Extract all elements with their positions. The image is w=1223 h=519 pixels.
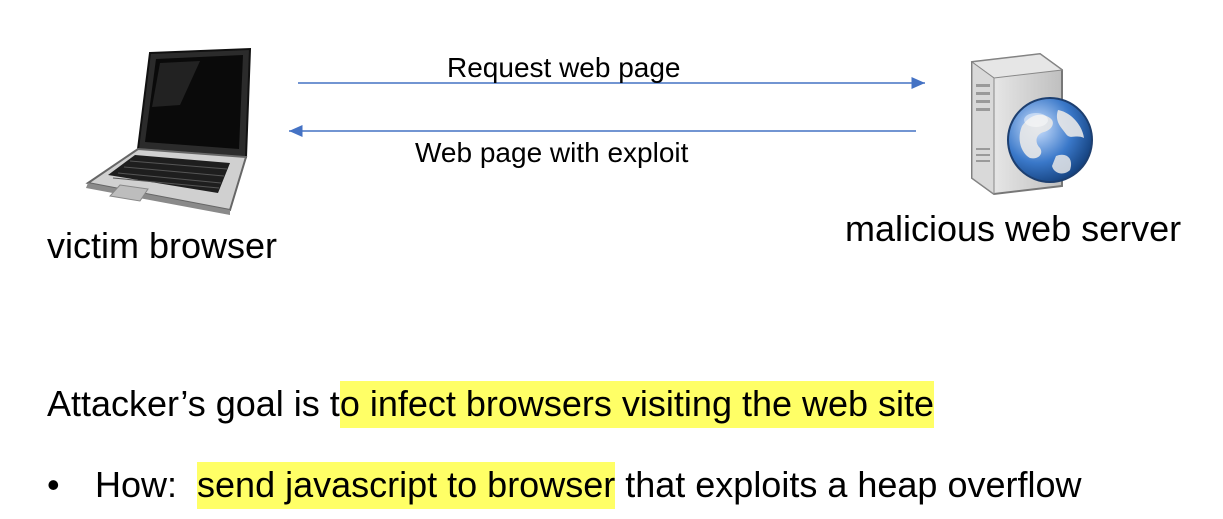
- how-suffix: that exploits a heap overflow: [615, 464, 1082, 505]
- laptop-icon: [85, 47, 252, 215]
- request-label: Request web page: [447, 52, 681, 83]
- web-server-globe-icon: [970, 52, 1093, 196]
- victim-browser-label: victim browser: [47, 225, 278, 266]
- goal-highlight: o infect browsers visiting the web site: [339, 381, 935, 428]
- goal-statement: Attacker’s goal is to infect browsers vi…: [47, 381, 935, 428]
- how-bullet-item: • How: send javascript to browser that ex…: [47, 462, 1082, 509]
- bullet-marker: •: [47, 464, 60, 505]
- how-highlight: send javascript to browser: [197, 462, 616, 509]
- how-prefix: How:: [95, 464, 198, 505]
- malicious-server-label: malicious web server: [845, 208, 1182, 249]
- goal-prefix: Attacker’s goal is t: [47, 383, 340, 424]
- response-label: Web page with exploit: [415, 137, 689, 168]
